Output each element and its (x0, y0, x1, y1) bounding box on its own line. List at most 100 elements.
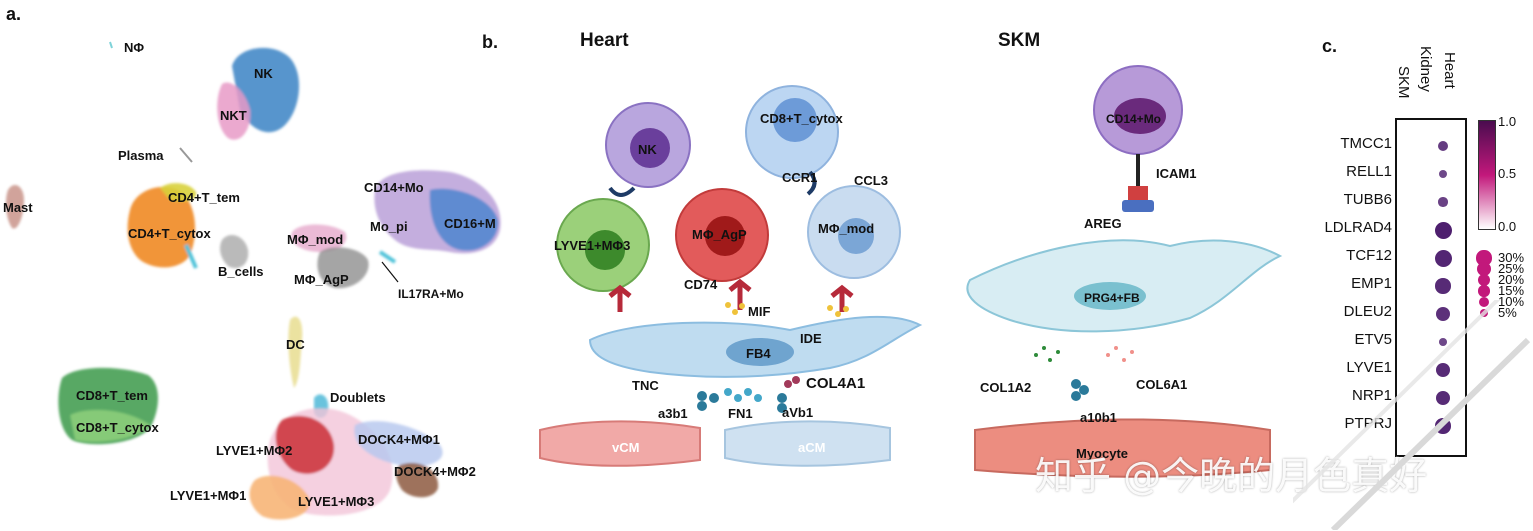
nk-label: NK (638, 142, 657, 157)
cluster-label-nk: NK (254, 66, 273, 81)
icam1-label: ICAM1 (1156, 166, 1197, 181)
dot-heart-nrp1 (1435, 390, 1451, 406)
cluster-label-cd8-tem: CD8+T_tem (76, 388, 148, 403)
gene-label: LYVE1 (1346, 359, 1392, 376)
ccl3-label: CCL3 (854, 173, 888, 188)
cluster-plasma (179, 147, 193, 163)
gene-label: DLEU2 (1343, 303, 1392, 320)
cluster-label-mo-pi: Mo_pi (370, 219, 408, 234)
colorbar-tick: 0.5 (1498, 166, 1517, 181)
column-labels: SKM Kidney Heart (1392, 44, 1462, 114)
vcm-label: vCM (612, 440, 640, 455)
col-label-skm: SKM (1395, 66, 1412, 99)
cluster-label-plasma: Plasma (118, 148, 164, 163)
col1a2-label: COL1A2 (980, 380, 1032, 395)
gene-label: TMCC1 (1340, 135, 1392, 152)
cluster-label-mphi-mod: MΦ_mod (287, 232, 344, 247)
gene-label: LDLRAD4 (1324, 219, 1392, 236)
size-legend: 30%25%20%15%10%5% (1474, 250, 1533, 320)
cluster-label-cd16-m: CD16+M (444, 216, 496, 231)
panel-a-letter: a. (6, 4, 22, 24)
cluster-macrophage (249, 408, 443, 520)
col4a1-label: COL4A1 (806, 375, 866, 392)
cluster-label-cd14-mo: CD14+Mo (364, 180, 424, 195)
cluster-label-dc: DC (286, 337, 305, 352)
col-label-heart: Heart (1441, 52, 1458, 89)
cluster-dc (288, 316, 303, 388)
gene-label: RELL1 (1346, 163, 1392, 180)
size-legend-label: 5% (1498, 305, 1517, 320)
a3b1-label: a3b1 (658, 406, 688, 421)
cluster-label-mast: Mast (3, 200, 33, 215)
watermark: 知乎 @今晚的月色真好 (1035, 454, 1428, 498)
gene-label: TCF12 (1346, 247, 1392, 264)
size-legend-dot (1476, 250, 1492, 266)
areg-label: AREG (1084, 216, 1122, 231)
cluster-cd4 (127, 183, 198, 269)
fn1-label: FN1 (728, 406, 753, 421)
cluster-label-dock4-mphi1: DOCK4+MΦ1 (358, 432, 440, 447)
dot-heart-tcf12 (1434, 249, 1452, 267)
panel-a: a. (0, 0, 520, 531)
tnc-label: TNC (632, 378, 659, 393)
myocyte-cell (974, 418, 1271, 478)
a10b1-label: a10b1 (1080, 410, 1117, 425)
size-legend-dot (1479, 297, 1489, 307)
cluster-label-mphi-agp: MΦ_AgP (294, 272, 349, 287)
cd74-label: CD74 (684, 277, 718, 292)
cluster-bcells (220, 235, 249, 269)
dotplot-frame (1395, 118, 1467, 457)
ccr1-label: CCR1 (782, 170, 818, 185)
panel-c-letter: c. (1322, 36, 1338, 56)
size-legend-label: 15% (1498, 283, 1525, 298)
acm-cell (724, 420, 891, 467)
dot-heart-etv5 (1439, 338, 1447, 346)
size-legend-dot (1478, 285, 1490, 297)
cluster-label-b-cells: B_cells (218, 264, 264, 279)
umap-plot (5, 41, 501, 520)
dot-heart-lyve1 (1435, 362, 1451, 378)
size-legend-label: 25% (1498, 261, 1525, 276)
gene-label: TUBB6 (1343, 191, 1392, 208)
panel-b: b. Heart SKM (470, 0, 1300, 531)
col-label-kidney: Kidney (1417, 46, 1434, 92)
cluster-label-lyve1-mphi3: LYVE1+MΦ3 (298, 494, 375, 509)
cluster-nk (217, 47, 300, 140)
avb1-label: aVb1 (782, 405, 814, 420)
cluster-label-lyve1-mphi1: LYVE1+MΦ1 (170, 488, 247, 503)
cd14-mo-label: CD14+Mo (1106, 112, 1162, 126)
vcm-cell (539, 420, 701, 467)
cluster-label-lyve1-mphi2: LYVE1+MΦ2 (216, 443, 293, 458)
cluster-mono (291, 170, 501, 289)
cluster-mast (5, 185, 24, 229)
cluster-label-il17ra-mo: IL17RA+Mo (398, 287, 464, 301)
dot-heart-tubb6 (1438, 197, 1448, 207)
colorbar-tick: 0.0 (1498, 219, 1517, 234)
heart-schematic (539, 65, 1283, 478)
il17ra-pointer (381, 261, 399, 283)
mphi-mod-label: MΦ_mod (818, 221, 875, 236)
panel-c: c. SKM Kidney Heart TMCC1 RELL1 TUBB6 LD… (1290, 0, 1533, 531)
cluster-label-cd4-tem: CD4+T_tem (168, 190, 240, 205)
cluster-label-nphi: NΦ (124, 40, 145, 55)
dot-heart-ldlrad4 (1434, 221, 1452, 239)
size-legend-label: 20% (1498, 272, 1525, 287)
gene-list: TMCC1 RELL1 TUBB6 LDLRAD4 TCF12 EMP1 DLE… (1290, 118, 1392, 453)
cd8-label: CD8+T_cytox (760, 111, 843, 126)
gene-label: ETV5 (1354, 331, 1392, 348)
gene-label: EMP1 (1351, 275, 1392, 292)
dot-heart-emp1 (1435, 278, 1451, 294)
acm-label: aCM (798, 440, 826, 455)
skm-title: SKM (998, 30, 1041, 51)
gene-label: NRP1 (1351, 387, 1392, 404)
cluster-label-dock4-mphi2: DOCK4+MΦ2 (394, 464, 476, 479)
heart-title: Heart (580, 30, 629, 51)
corner-watermark (1293, 300, 1531, 530)
size-legend-dot (1477, 273, 1491, 287)
lyve1-label: LYVE1+MΦ3 (554, 238, 631, 253)
cluster-nphi (109, 41, 113, 49)
colorbar (1478, 120, 1496, 230)
cluster-label-cd8-cytox: CD8+T_cytox (76, 420, 159, 435)
mif-label: MIF (748, 304, 771, 319)
ide-label: IDE (800, 331, 822, 346)
